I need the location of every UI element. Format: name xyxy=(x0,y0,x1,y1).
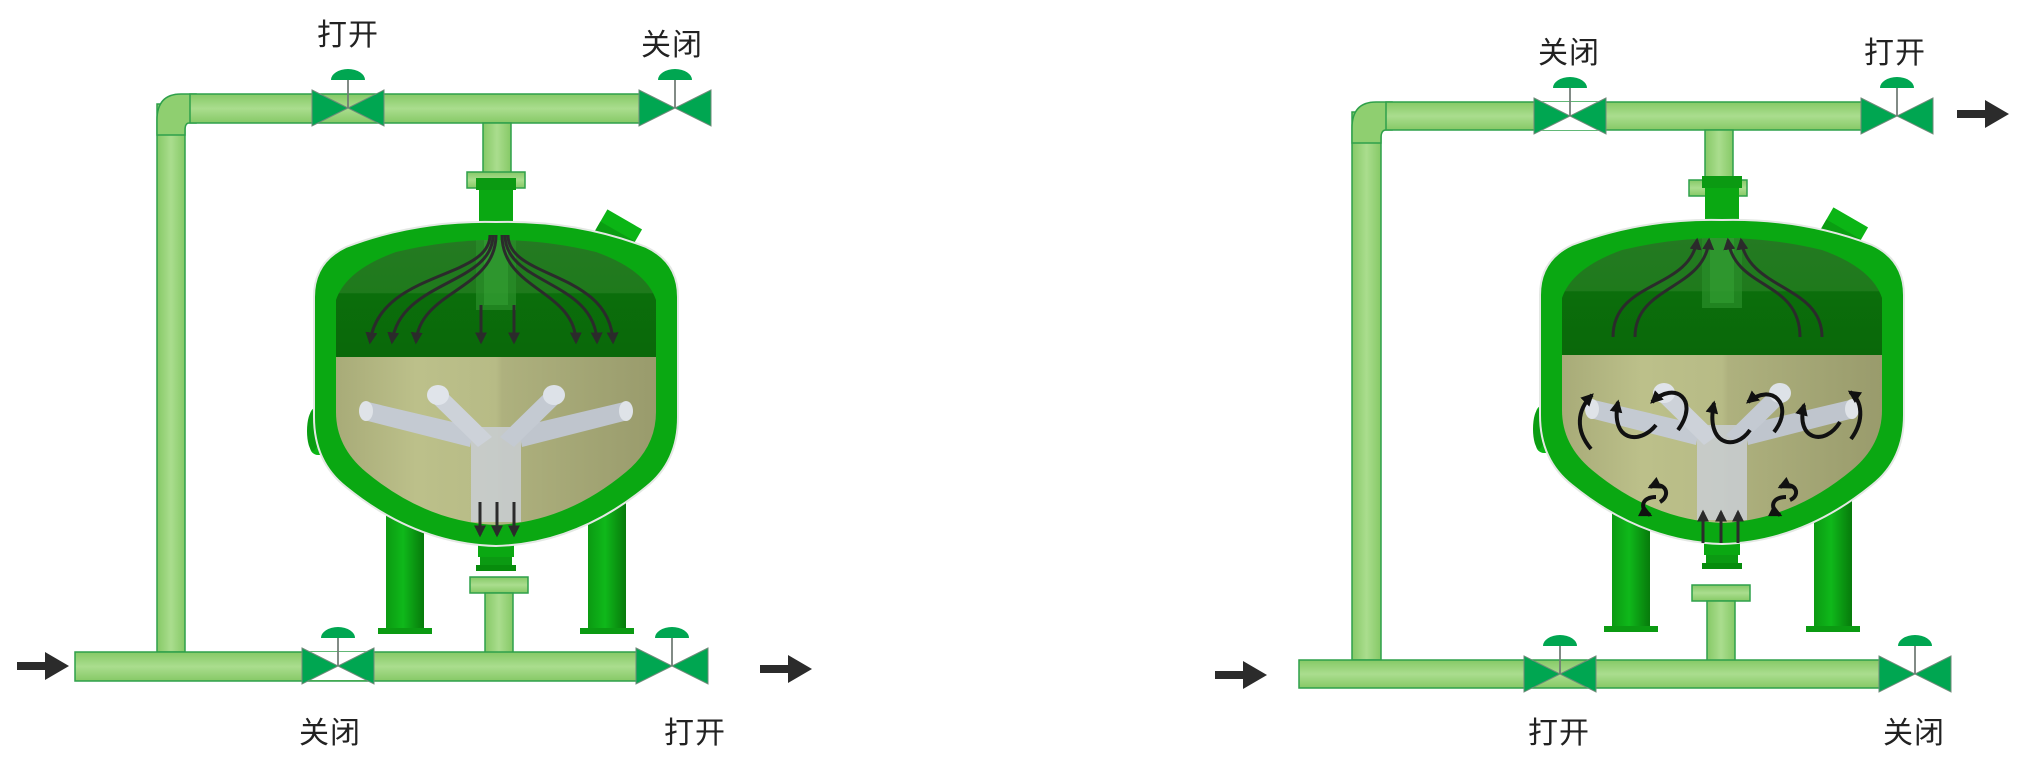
valve-bottom-right[interactable] xyxy=(635,626,709,685)
valve-label-top-left: 关闭 xyxy=(1538,36,1600,71)
panel-backwash xyxy=(1215,76,2009,693)
inlet-arrow-icon xyxy=(1215,661,1267,689)
valve-label-bottom-left: 关闭 xyxy=(299,716,361,751)
downflow-arrows xyxy=(365,234,619,538)
pipe-elbow xyxy=(156,93,197,136)
bottom-connector-pipe xyxy=(1706,600,1736,662)
top-connector-pipe xyxy=(1704,129,1734,182)
valve-label-top-left: 打开 xyxy=(317,18,379,53)
valve-label-top-right: 关闭 xyxy=(641,28,703,63)
bottom-flange xyxy=(469,576,529,594)
valve-label-bottom-right: 打开 xyxy=(664,716,726,751)
backwash-tank xyxy=(1532,175,1905,633)
bypass-pipe-vertical xyxy=(1351,111,1382,661)
valve-label-top-right: 打开 xyxy=(1864,36,1926,71)
valve-top-left[interactable] xyxy=(1533,76,1607,135)
bottom-connector-pipe xyxy=(484,592,514,654)
valve-top-right[interactable] xyxy=(638,68,712,127)
top-header-pipe xyxy=(1385,101,1863,131)
top-header-pipe xyxy=(189,93,641,124)
valve-bottom-right[interactable] xyxy=(1878,634,1952,693)
bottom-flange xyxy=(1691,584,1751,602)
panel-filtering xyxy=(17,68,812,685)
outlet-arrow-icon xyxy=(1957,100,2009,128)
valve-bottom-left[interactable] xyxy=(301,626,375,685)
valve-label-bottom-left: 打开 xyxy=(1528,716,1590,751)
top-connector-pipe xyxy=(482,122,512,174)
swirl-arrows xyxy=(1577,390,1863,517)
valve-top-right[interactable] xyxy=(1860,76,1934,135)
valve-label-bottom-right: 关闭 xyxy=(1883,716,1945,751)
outlet-arrow-icon xyxy=(760,655,812,683)
inlet-arrow-icon xyxy=(17,652,69,680)
upflow-arrows xyxy=(1611,237,1824,543)
bypass-pipe-vertical xyxy=(156,103,186,653)
